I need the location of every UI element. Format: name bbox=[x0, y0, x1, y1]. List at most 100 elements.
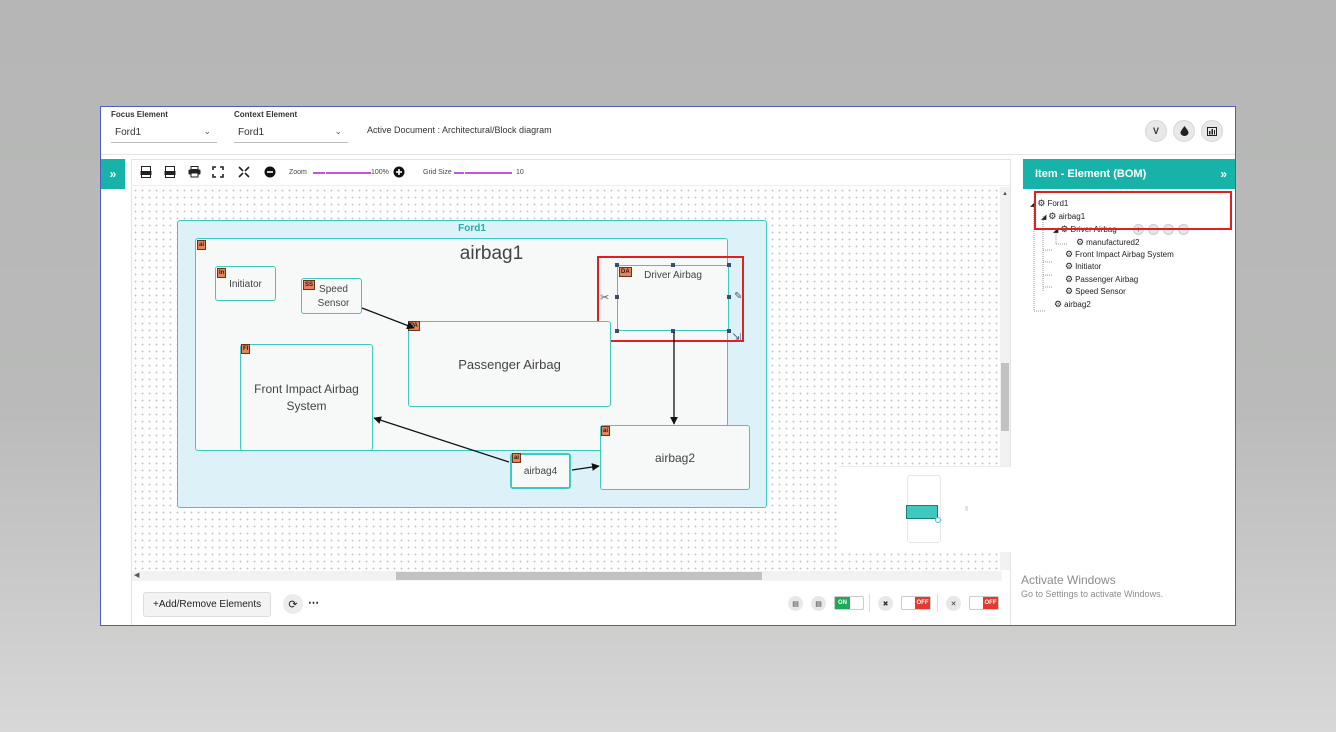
front-impact-block[interactable]: FI Front Impact Airbag System bbox=[240, 344, 373, 451]
tree-item-speed-sensor[interactable]: ⚙ Speed Sensor bbox=[1065, 286, 1126, 297]
resize-corner-icon[interactable]: ⇲ bbox=[732, 332, 742, 344]
expand-arrow-icon[interactable]: ◢ bbox=[1041, 213, 1047, 221]
tree-item-front-impact[interactable]: ⚙ Front Impact Airbag System bbox=[1065, 249, 1174, 260]
resize-handle[interactable] bbox=[727, 263, 731, 267]
bom-panel: Item - Element (BOM) » ◢ ⚙ Ford1 ◢ ⚙ bbox=[1023, 159, 1235, 625]
droplet-icon[interactable] bbox=[1173, 120, 1195, 142]
divider bbox=[937, 594, 938, 612]
connector-speed-to-passenger[interactable] bbox=[361, 307, 415, 330]
active-document-label: Active Document : Architectural/Block di… bbox=[367, 125, 552, 135]
vertical-scrollbar[interactable]: ▲ bbox=[1000, 187, 1010, 570]
resize-handle[interactable] bbox=[727, 329, 731, 333]
tree-selection-highlight bbox=[1034, 191, 1232, 230]
tools-toggle[interactable]: OFF bbox=[901, 596, 931, 610]
block-tag: ai bbox=[601, 426, 611, 436]
toggle-on-label: ON bbox=[835, 597, 850, 609]
tree-item-label: Passenger Airbag bbox=[1075, 275, 1139, 284]
passenger-airbag-label: Passenger Airbag bbox=[458, 357, 561, 372]
grid-slider-knob[interactable] bbox=[464, 169, 472, 177]
document-icon[interactable]: ▤ bbox=[788, 596, 803, 611]
export-pdf-icon[interactable] bbox=[164, 166, 176, 181]
expand-left-panel-icon[interactable]: » bbox=[101, 159, 125, 189]
zoom-out-icon[interactable] bbox=[264, 166, 276, 181]
block-tag: ai bbox=[197, 240, 207, 250]
scissors-icon[interactable]: ✂ bbox=[600, 292, 610, 304]
tree-item-ford1[interactable]: ◢ ⚙ Ford1 bbox=[1030, 198, 1068, 209]
front-impact-label: Front Impact Airbag System bbox=[254, 382, 359, 413]
connector-airbag4-to-airbag2[interactable] bbox=[571, 463, 600, 471]
resize-handle[interactable] bbox=[671, 329, 675, 333]
tools-icon[interactable]: ✖ bbox=[878, 596, 893, 611]
vertical-scroll-thumb[interactable] bbox=[1001, 363, 1009, 431]
resize-handle[interactable] bbox=[615, 295, 619, 299]
minimap-marker bbox=[965, 506, 968, 511]
block-tag: FI bbox=[241, 344, 251, 354]
refresh-icon[interactable]: ⟳ bbox=[283, 594, 303, 614]
zoom-slider-knob[interactable] bbox=[325, 169, 333, 177]
expand-arrow-icon[interactable]: ◢ bbox=[1030, 200, 1036, 208]
top-icon-group: V bbox=[1145, 120, 1223, 142]
tree-item-initiator[interactable]: ⚙ Initiator bbox=[1065, 261, 1101, 272]
pencil-icon[interactable]: ✎ bbox=[734, 291, 743, 302]
horizontal-scrollbar[interactable]: ◀ bbox=[132, 571, 1002, 581]
tree-item-airbag1[interactable]: ◢ ⚙ airbag1 bbox=[1041, 211, 1085, 222]
vue-icon[interactable]: V bbox=[1145, 120, 1167, 142]
tree-item-label: Speed Sensor bbox=[1075, 287, 1126, 296]
print-icon[interactable] bbox=[188, 166, 201, 181]
zoom-value: 100% bbox=[371, 169, 389, 176]
unlink-icon[interactable]: ✕ bbox=[946, 596, 961, 611]
context-element-select[interactable]: Ford1 ⌄ bbox=[234, 121, 348, 143]
initiator-label: Initiator bbox=[229, 279, 262, 290]
context-element-value: Ford1 bbox=[238, 127, 265, 138]
initiator-block[interactable]: In Initiator bbox=[215, 266, 276, 301]
minimap[interactable] bbox=[839, 466, 1011, 552]
diagram-toolbar: Zoom 100% Grid Size 10 bbox=[132, 160, 1010, 186]
airbag2-label: airbag2 bbox=[654, 451, 696, 465]
gear-icon: ⚙ bbox=[1054, 299, 1063, 309]
on-toggle[interactable]: ON bbox=[834, 596, 864, 610]
tree-item-passenger-airbag[interactable]: ⚙ Passenger Airbag bbox=[1065, 274, 1138, 285]
fit-screen-icon[interactable] bbox=[238, 166, 250, 181]
document-alt-icon[interactable]: ▤ bbox=[811, 596, 826, 611]
app-window: Focus Element Ford1 ⌄ Context Element Fo… bbox=[100, 106, 1236, 626]
chart-icon[interactable] bbox=[1201, 120, 1223, 142]
unlink-toggle[interactable]: OFF bbox=[969, 596, 999, 610]
tree-item-label: airbag1 bbox=[1058, 212, 1086, 221]
connector-layer bbox=[361, 307, 678, 471]
resize-handle[interactable] bbox=[615, 329, 619, 333]
driver-airbag-block[interactable]: DA Driver Airbag bbox=[615, 263, 731, 333]
minimap-handle[interactable] bbox=[935, 517, 941, 523]
focus-element-select[interactable]: Ford1 ⌄ bbox=[111, 121, 217, 143]
speed-sensor-block[interactable]: SS Speed Sensor bbox=[301, 278, 362, 314]
gear-icon: ⚙ bbox=[1065, 274, 1074, 284]
resize-handle[interactable] bbox=[727, 295, 731, 299]
fullscreen-icon[interactable] bbox=[212, 166, 224, 181]
tree-item-label: Initiator bbox=[1075, 262, 1102, 271]
bottom-toolbar: +Add/Remove Elements ⟳ ⋯ ▤ ▤ ON ✖ OFF ✕ … bbox=[132, 582, 1010, 625]
focus-element-label: Focus Element bbox=[111, 110, 168, 119]
tree-item-manufactured2[interactable]: ⚙ manufactured2 bbox=[1076, 237, 1139, 248]
grid-size-slider[interactable] bbox=[454, 169, 512, 177]
airbag4-block[interactable]: ai airbag4 bbox=[510, 453, 571, 489]
bom-panel-title: Item - Element (BOM) bbox=[1035, 168, 1147, 180]
export-png-icon[interactable] bbox=[140, 166, 152, 181]
resize-handle[interactable] bbox=[615, 263, 619, 267]
more-options-icon[interactable]: ⋯ bbox=[308, 597, 319, 609]
gear-icon: ⚙ bbox=[1065, 261, 1074, 271]
horizontal-scroll-thumb[interactable] bbox=[396, 572, 762, 580]
tree-item-airbag2[interactable]: ⚙ airbag2 bbox=[1054, 299, 1091, 310]
block-tag: SS bbox=[303, 280, 316, 290]
expand-arrow-icon[interactable]: ◢ bbox=[1053, 226, 1059, 234]
bom-tree: ◢ ⚙ Ford1 ◢ ⚙ airbag1 ◢ ⚙ Driver Airbag … bbox=[1023, 189, 1235, 312]
airbag2-block[interactable]: ai airbag2 bbox=[600, 425, 750, 490]
block-tag: ai bbox=[512, 453, 522, 463]
connector-airbag4-to-front[interactable] bbox=[373, 416, 510, 463]
scroll-up-icon[interactable]: ▲ bbox=[1002, 191, 1008, 197]
zoom-in-icon[interactable] bbox=[393, 166, 405, 181]
zoom-slider[interactable] bbox=[313, 169, 371, 177]
add-remove-elements-button[interactable]: +Add/Remove Elements bbox=[143, 592, 272, 617]
collapse-panel-icon[interactable]: » bbox=[1220, 167, 1227, 181]
scroll-left-icon[interactable]: ◀ bbox=[134, 572, 140, 579]
minimap-viewport[interactable] bbox=[906, 505, 938, 519]
resize-handle[interactable] bbox=[671, 263, 675, 267]
